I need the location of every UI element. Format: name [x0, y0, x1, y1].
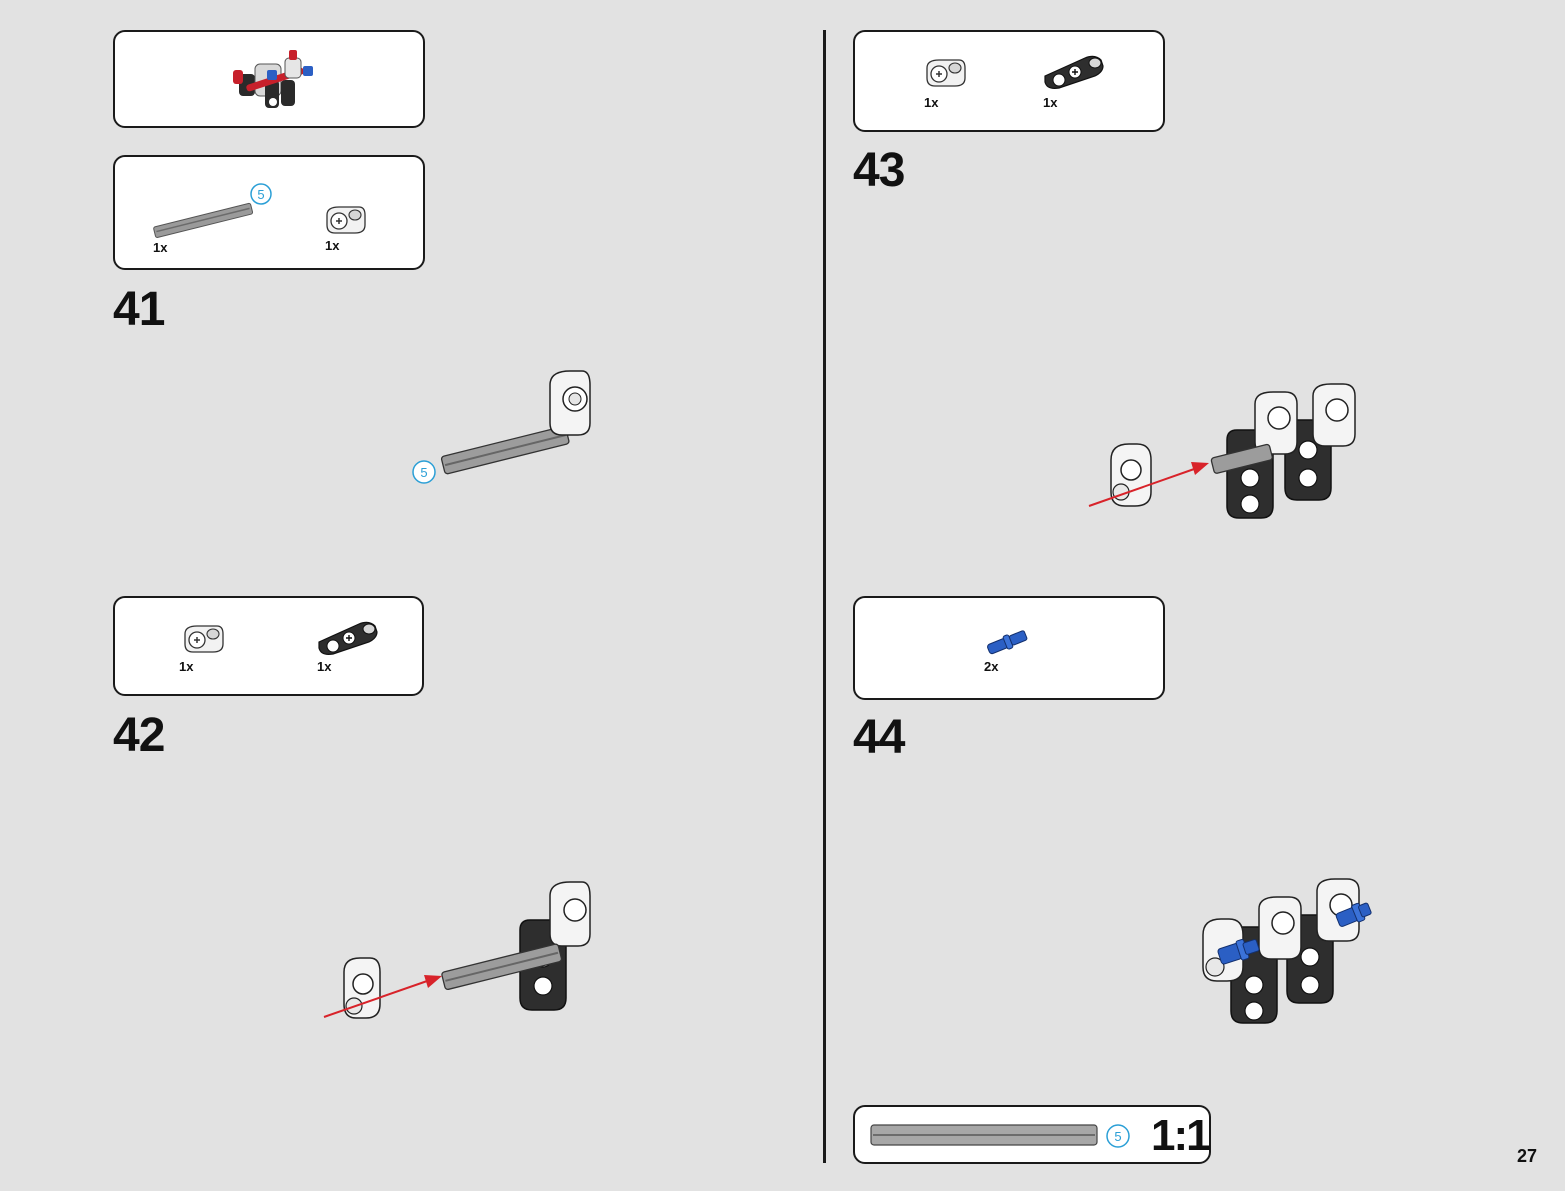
blue-axle-pin-qty-label: 2x	[984, 659, 999, 674]
black-beam-connector-qty-label: 1x	[317, 659, 332, 674]
white-pin-connector-qty-label: 1x	[179, 659, 194, 674]
step44-parts-box: 2x	[853, 596, 1165, 700]
step41-assembly-illustration: 5	[412, 370, 591, 484]
step43-assembly-illustration	[1088, 383, 1356, 519]
white-pin-connector-icon	[926, 59, 966, 87]
step-number-43: 43	[853, 144, 905, 197]
step44-assembly-illustration	[1202, 878, 1372, 1024]
step41-parts-box: 5 1x 1x	[113, 155, 425, 270]
step42-assembly-illustration	[323, 881, 591, 1019]
axle-part-icon: 5	[153, 183, 272, 238]
step41-axle-length-badge: 5	[420, 465, 427, 480]
ruler-length-badge: 5	[1106, 1124, 1130, 1148]
axle-length-badge: 5	[257, 187, 264, 202]
ruler-axle-icon	[870, 1124, 1098, 1146]
page-divider	[823, 30, 826, 1163]
submodel-callout-box	[113, 30, 425, 128]
black-beam-connector-qty-label: 1x	[1043, 95, 1058, 110]
white-pin-connector-qty-label: 1x	[325, 238, 340, 253]
white-pin-connector-icon	[184, 625, 224, 653]
white-pin-connector-icon	[326, 206, 366, 234]
step-number-44: 44	[853, 711, 905, 764]
page-number: 27	[1516, 1146, 1537, 1166]
svg-text:5: 5	[1114, 1129, 1121, 1144]
blue-axle-pin-icon	[987, 630, 1028, 655]
step43-parts-box: 1x 1x	[853, 30, 1165, 132]
black-beam-connector-icon	[318, 621, 378, 655]
axle-qty-label: 1x	[153, 240, 168, 255]
step42-parts-box: 1x 1x	[113, 596, 424, 696]
step-number-42: 42	[113, 709, 165, 762]
scale-label: 1:1	[1151, 1111, 1211, 1160]
white-pin-connector-qty-label: 1x	[924, 95, 939, 110]
step-number-41: 41	[113, 283, 165, 336]
scale-ruler-box: 5 1:1	[853, 1105, 1211, 1164]
submodel-icon	[233, 50, 313, 108]
black-beam-connector-icon	[1044, 55, 1104, 89]
